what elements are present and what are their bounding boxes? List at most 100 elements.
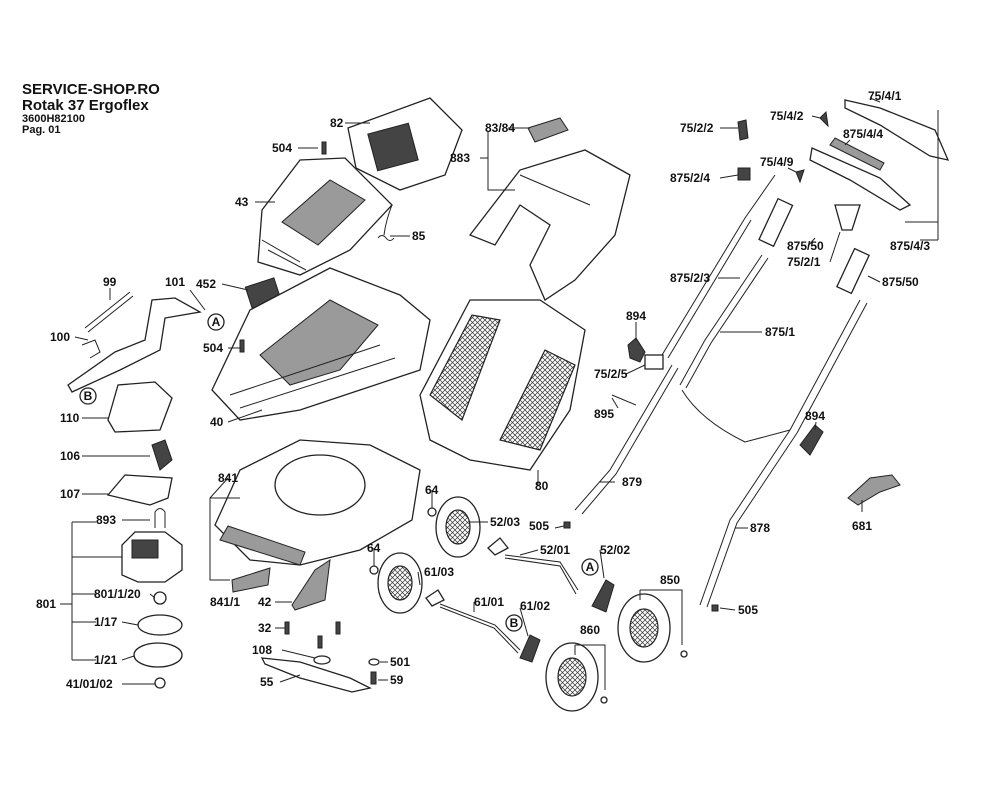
part-52-02-lever	[591, 579, 615, 613]
part-801-1-20-bearing	[153, 591, 167, 605]
label-801-1-20: 801/1/20	[94, 587, 141, 601]
label-52-02: 52/02	[600, 543, 630, 557]
label-40: 40	[210, 415, 224, 429]
svg-text:B: B	[510, 616, 519, 630]
label-41-01-02: 41/01/02	[66, 677, 113, 691]
part-32-screws	[284, 621, 341, 649]
label-55: 55	[260, 675, 274, 689]
label-875-2-3: 875/2/3	[670, 271, 710, 285]
label-61-01: 61/01	[474, 595, 504, 609]
part-107-tray	[106, 474, 173, 506]
label-75-2-5: 75/2/5	[594, 367, 628, 381]
label-42: 42	[258, 595, 272, 609]
part-75-4-1-top-handle	[809, 99, 950, 211]
part-504-screw-2	[239, 339, 245, 353]
label-75-4-2: 75/4/2	[770, 109, 804, 123]
label-894: 894	[626, 309, 646, 323]
label-64-b: 64	[367, 541, 381, 555]
label-875-1: 875/1	[765, 325, 795, 339]
label-801: 801	[36, 597, 56, 611]
label-841-1: 841/1	[210, 595, 240, 609]
part-43-upper-housing	[257, 157, 393, 276]
part-505-screw-2	[711, 604, 719, 612]
label-80: 80	[535, 479, 549, 493]
part-61-03-wheel	[377, 552, 423, 614]
label-894-b: 894	[805, 409, 825, 423]
label-504: 504	[272, 141, 292, 155]
marker-a-1: A	[207, 313, 225, 331]
part-895-rod	[611, 394, 637, 406]
part-61-02-lever	[519, 634, 541, 663]
label-110: 110	[60, 411, 80, 425]
part-108-washer	[313, 655, 331, 665]
label-107: 107	[60, 487, 80, 501]
site-name: SERVICE-SHOP.RO	[22, 81, 160, 98]
part-878-lower-handle	[699, 429, 798, 608]
label-108: 108	[252, 643, 272, 657]
label-75-4-1: 75/4/1	[868, 89, 902, 103]
page-number: Pag. 01	[22, 124, 61, 137]
part-42-flap	[291, 558, 331, 611]
part-64-cap-2	[369, 565, 379, 575]
label-505-b: 505	[738, 603, 758, 617]
label-83-84: 83/84	[485, 121, 515, 135]
part-883-bag-frame	[468, 117, 631, 301]
label-883: 883	[450, 151, 470, 165]
marker-b-2: B	[505, 614, 523, 632]
label-75-4-9: 75/4/9	[760, 155, 794, 169]
label-32: 32	[258, 621, 272, 635]
part-40-main-housing	[211, 267, 431, 421]
leader-lines	[60, 97, 939, 690]
label-1-21: 1/21	[94, 653, 118, 667]
label-895: 895	[594, 407, 614, 421]
svg-text:A: A	[212, 315, 221, 329]
part-80-grass-box	[419, 299, 586, 471]
label-101: 101	[165, 275, 185, 289]
label-61-03: 61/03	[424, 565, 454, 579]
label-850: 850	[660, 573, 680, 587]
header-block: SERVICE-SHOP.RO Rotak 37 Ergoflex 3600H8…	[22, 82, 160, 137]
label-75-2-1: 75/2/1	[787, 255, 821, 269]
part-681-key	[847, 474, 901, 506]
label-59: 59	[390, 673, 404, 687]
svg-text:A: A	[586, 560, 595, 574]
part-75-4-2-pin	[819, 110, 829, 128]
part-878-upper-tube	[789, 299, 868, 434]
part-110-cover	[107, 381, 173, 433]
label-875-50: 875/50	[787, 239, 824, 253]
label-61-02: 61/02	[520, 599, 550, 613]
part-75-2-2-bracket	[737, 119, 749, 141]
part-894-knob	[627, 337, 646, 363]
svg-text:B: B	[84, 389, 93, 403]
label-52-01: 52/01	[540, 543, 570, 557]
part-85-spring	[377, 204, 395, 241]
part-841-1-comb	[231, 567, 271, 593]
part-879-lower-handle	[574, 364, 679, 515]
label-879: 879	[622, 475, 642, 489]
label-505: 505	[529, 519, 549, 533]
model-name: Rotak 37 Ergoflex	[22, 96, 149, 114]
part-850-wheel	[617, 593, 688, 663]
part-875-50-sleeve-2	[836, 247, 870, 295]
part-875-50-sleeve	[758, 197, 794, 248]
label-52-03: 52/03	[490, 515, 520, 529]
label-860: 860	[580, 623, 600, 637]
label-100: 100	[50, 330, 70, 344]
part-75-2-1-cup	[834, 204, 861, 231]
model-code: 3600H82100	[22, 112, 86, 125]
label-106: 106	[60, 449, 80, 463]
part-841-deck	[214, 439, 421, 566]
part-labels: 82 504 43 85 452 504 40 99 101 100 110 1…	[36, 89, 930, 691]
part-61-03-bushing	[425, 589, 445, 607]
part-106-switch	[151, 439, 173, 471]
label-893: 893	[96, 513, 116, 527]
part-55-blade	[260, 657, 372, 693]
label-85: 85	[412, 229, 426, 243]
label-875-4-4: 875/4/4	[843, 127, 883, 141]
label-875-4-3: 875/4/3	[890, 239, 930, 253]
label-82: 82	[330, 116, 344, 130]
label-99: 99	[103, 275, 117, 289]
marker-b-1: B	[79, 387, 97, 405]
part-52-03-wheel	[435, 496, 481, 558]
